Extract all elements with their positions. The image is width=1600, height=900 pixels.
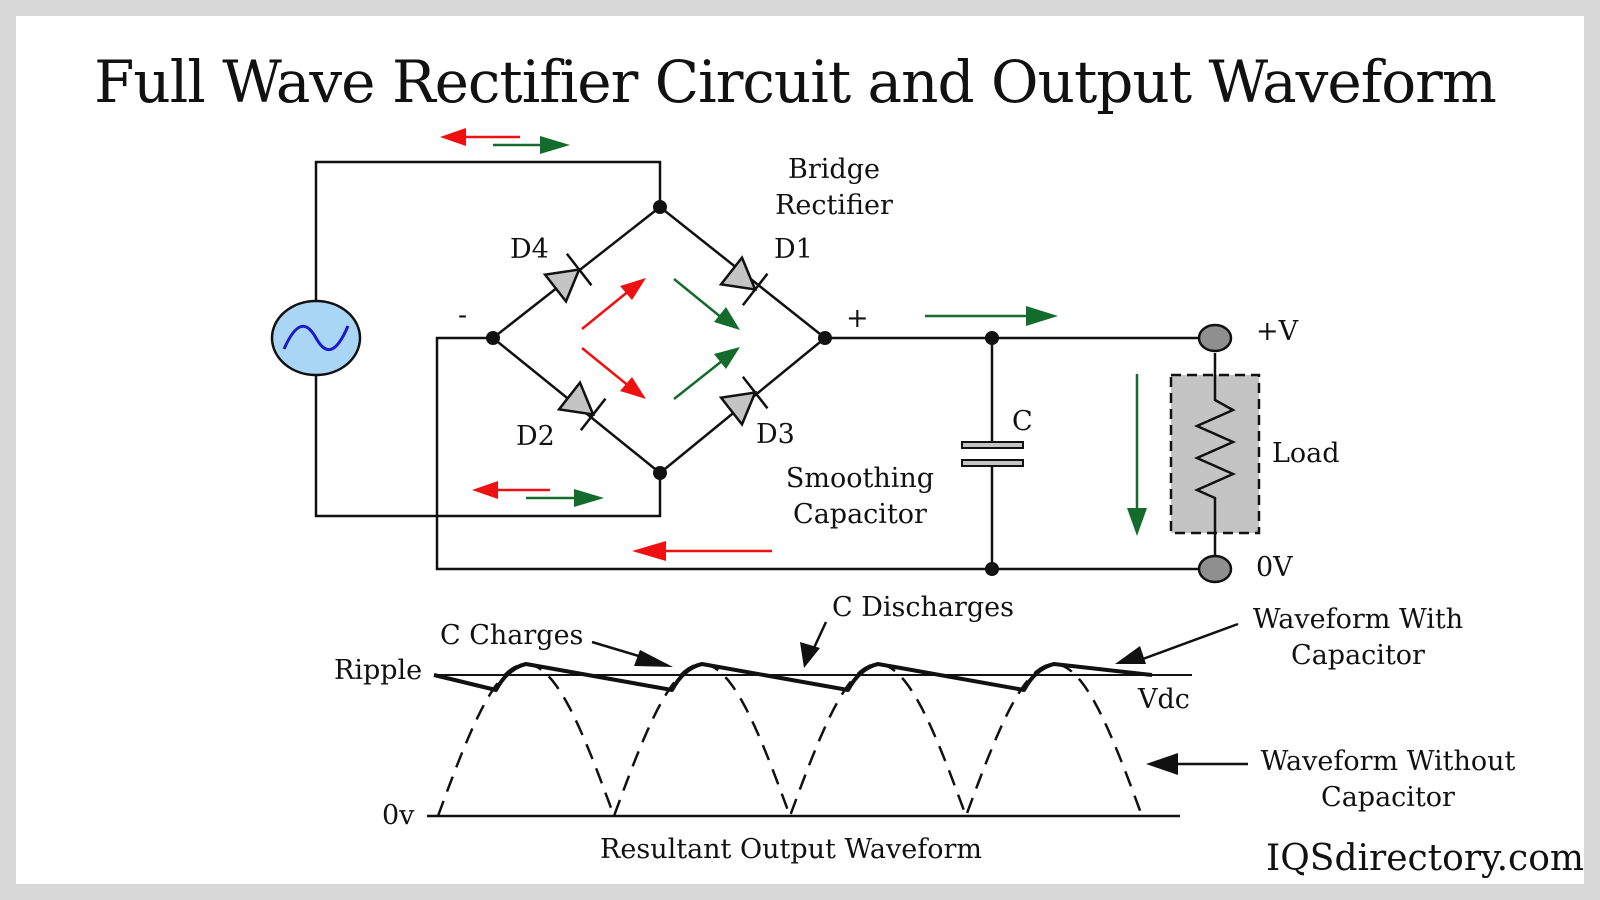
capacitor-label: C <box>1012 406 1033 437</box>
without-capacitor-label-line2: Capacitor <box>1321 782 1455 813</box>
node-plus <box>818 331 832 345</box>
diode-label-d2: D2 <box>516 421 555 452</box>
without-capacitor-label-line1: Waveform Without <box>1261 746 1516 777</box>
load-resistor-icon <box>1169 373 1261 535</box>
diode-d1-icon <box>718 255 769 306</box>
zero-volt-label: 0v <box>382 800 415 831</box>
c-discharges-label: C Discharges <box>832 592 1014 623</box>
current-arrow-bridge-red-down <box>581 347 646 399</box>
node-cap-top <box>985 331 999 345</box>
terminal-ground-label: 0V <box>1256 552 1293 583</box>
diode-d3-icon <box>718 376 769 427</box>
diagram-frame <box>16 16 1584 884</box>
output-waveform <box>427 662 1192 820</box>
with-capacitor-label-line2: Capacitor <box>1291 640 1425 671</box>
watermark: IQSdirectory.com <box>1266 838 1584 879</box>
bridge-label-line2: Rectifier <box>775 190 893 221</box>
diode-d2-icon <box>556 380 607 431</box>
diode-d4-icon <box>542 253 593 304</box>
c-discharges-arrow <box>800 621 828 668</box>
c-charges-label: C Charges <box>440 620 583 651</box>
current-arrow-bottom-green <box>526 489 604 507</box>
diode-label-d1: D1 <box>774 234 813 265</box>
load-label: Load <box>1272 438 1340 469</box>
current-arrow-bridge-green-up <box>673 347 740 400</box>
without-capacitor-arrow <box>1146 753 1248 775</box>
capacitor-caption-line1: Smoothing <box>786 463 934 494</box>
node-top <box>653 200 667 214</box>
with-capacitor-label-line1: Waveform With <box>1253 604 1463 635</box>
terminal-positive-label: +V <box>1256 316 1299 347</box>
ripple-label: Ripple <box>334 655 422 686</box>
current-arrow-top-red <box>440 128 520 146</box>
waveform-with-capacitor <box>433 662 1153 692</box>
ac-sine-source-icon <box>270 299 362 377</box>
current-arrow-bridge-red-up <box>581 278 646 330</box>
current-arrow-output-green <box>925 306 1058 326</box>
diode-label-d4: D4 <box>510 234 549 265</box>
node-bottom <box>653 466 667 480</box>
plus-sign: + <box>846 303 869 334</box>
minus-sign: - <box>458 300 467 331</box>
circuit-wires <box>314 160 1217 571</box>
waveform-caption: Resultant Output Waveform <box>600 834 982 865</box>
diode-label-d3: D3 <box>756 419 795 450</box>
page-title: Full Wave Rectifier Circuit and Output W… <box>94 48 1496 116</box>
node-cap-bottom <box>985 562 999 576</box>
current-arrow-return-red <box>632 541 772 561</box>
waveform-without-capacitor <box>436 662 1144 820</box>
terminal-positive <box>1197 323 1233 353</box>
with-capacitor-arrow <box>1115 622 1239 664</box>
terminal-ground <box>1197 554 1233 584</box>
node-minus <box>486 331 500 345</box>
bridge-label-line1: Bridge <box>788 154 880 185</box>
capacitor-caption-line2: Capacitor <box>793 499 927 530</box>
c-charges-arrow <box>591 640 673 667</box>
capacitor-icon <box>961 441 1024 467</box>
vdc-label: Vdc <box>1137 684 1190 715</box>
current-arrow-load-green <box>1127 374 1147 536</box>
current-arrow-top-green <box>493 136 570 154</box>
current-arrow-bottom-red <box>472 481 550 499</box>
current-arrow-bridge-green-down <box>673 278 740 330</box>
